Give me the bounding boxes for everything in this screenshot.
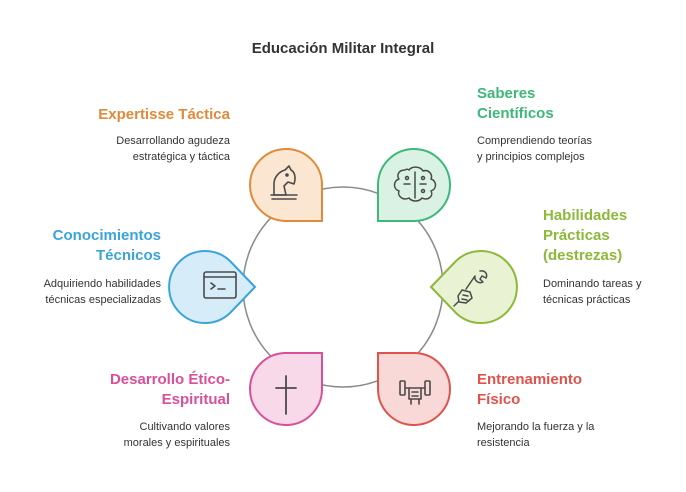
node-saberes: [377, 148, 451, 222]
node-title-habilidades: Habilidades Prácticas (destrezas): [543, 207, 628, 264]
node-desc-etico: Cultivando valores morales y espirituale…: [123, 421, 230, 449]
node-desc-tecnicos: Adquiriendo habilidades técnicas especia…: [43, 278, 161, 306]
node-desc-saberes: Comprendiendo teorías y principios compl…: [477, 135, 592, 163]
terminal-icon: [203, 271, 237, 299]
node-title-expertisse: Expertisse Táctica: [98, 106, 230, 123]
cross-icon: [275, 375, 297, 415]
node-desc-expertisse: Desarrollando agudeza estratégica y táct…: [116, 135, 230, 163]
node-desc-entrenamiento: Mejorando la fuerza y la resistencia: [477, 421, 595, 449]
node-etico: [249, 352, 323, 426]
node-desc-habilidades: Dominando tareas y técnicas prácticas: [543, 278, 642, 306]
brain-icon: [393, 166, 437, 202]
chess-knight-icon: [270, 165, 298, 200]
node-title-saberes: Saberes Científicos: [477, 85, 554, 122]
diagram-title: Educación Militar Integral: [251, 40, 435, 57]
node-entrenamiento: [377, 352, 451, 426]
node-title-etico: Desarrollo Ético- Espiritual: [109, 371, 230, 408]
node-title-entrenamiento: Entrenamiento Físico: [477, 371, 583, 408]
node-habilidades: [429, 250, 518, 324]
dumbbell-icon: [399, 380, 431, 405]
node-title-tecnicos: Conocimientos Técnicos: [52, 227, 161, 264]
wrench-hand-icon: [453, 270, 488, 307]
node-expertisse: [249, 148, 323, 222]
node-tecnicos: [168, 250, 257, 324]
